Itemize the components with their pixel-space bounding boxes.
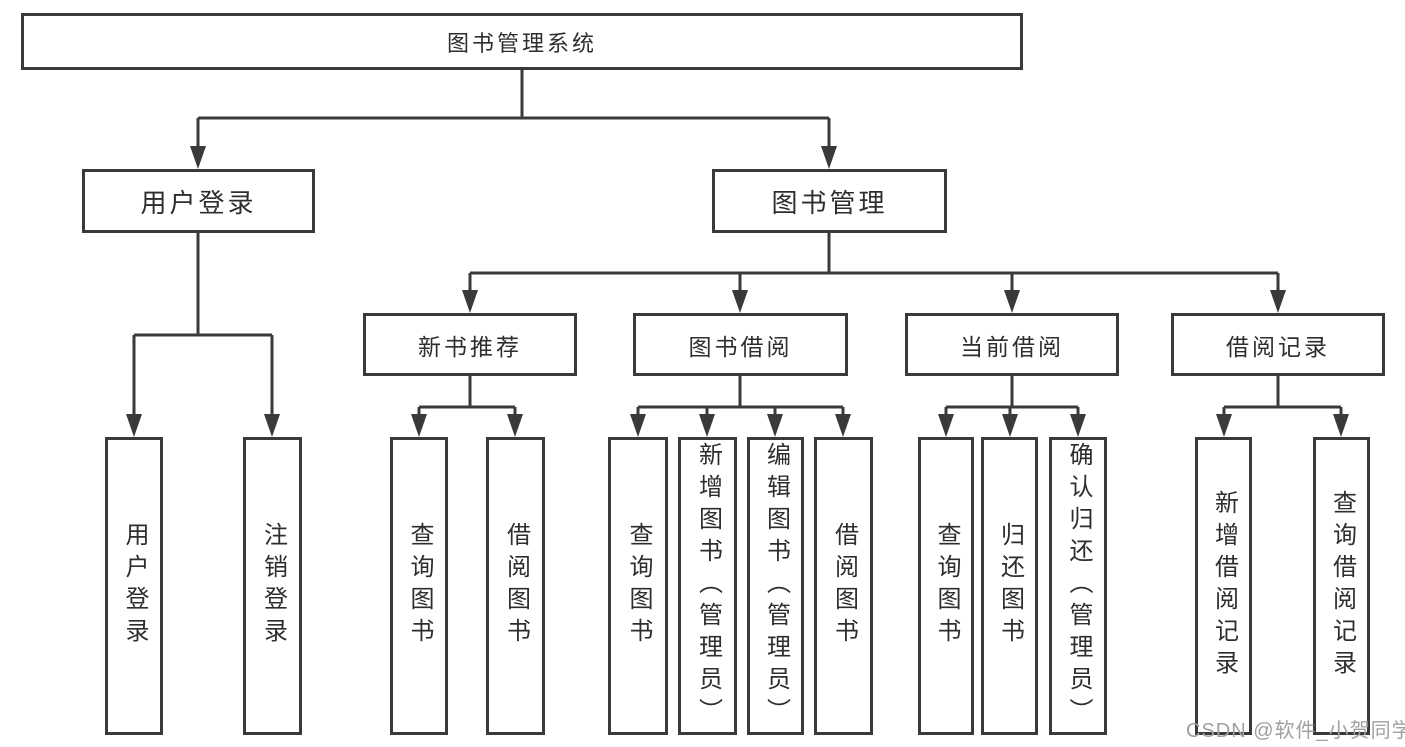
node-book-borrow: 图书借阅 bbox=[633, 313, 848, 376]
node-label: 图书管理系统 bbox=[446, 30, 597, 56]
leaf-borrow-query-books: 查询图书 bbox=[608, 437, 668, 735]
node-label: 查询借阅记录 bbox=[1328, 490, 1356, 682]
node-label: 借阅图书 bbox=[502, 522, 530, 650]
leaf-current-query-books: 查询图书 bbox=[918, 437, 974, 735]
arrowhead-icon bbox=[507, 414, 523, 437]
node-label: 借阅记录 bbox=[1226, 333, 1330, 360]
arrowhead-icon bbox=[767, 414, 783, 437]
node-root: 图书管理系统 bbox=[21, 13, 1023, 70]
leaf-current-return-books: 归还图书 bbox=[981, 437, 1038, 735]
node-label: 新增图书（管理员） bbox=[694, 442, 722, 730]
node-label: 当前借阅 bbox=[960, 333, 1064, 360]
node-label: 借阅图书 bbox=[830, 522, 858, 650]
arrowhead-icon bbox=[190, 146, 206, 169]
arrowhead-icon bbox=[1216, 414, 1232, 437]
node-new-book-recommend: 新书推荐 bbox=[363, 313, 577, 376]
node-current-borrow: 当前借阅 bbox=[905, 313, 1119, 376]
node-label: 查询图书 bbox=[406, 522, 433, 650]
arrowhead-icon bbox=[938, 414, 954, 437]
arrowhead-icon bbox=[1270, 290, 1286, 313]
arrowhead-icon bbox=[126, 414, 142, 437]
watermark: CSDN @软件_小贺同学 bbox=[1186, 720, 1405, 742]
leaf-recommend-query-books: 查询图书 bbox=[390, 437, 448, 735]
node-label: 查询图书 bbox=[625, 522, 652, 650]
leaf-user-login: 用户登录 bbox=[105, 437, 163, 735]
arrowhead-icon bbox=[264, 414, 280, 437]
leaf-records-query-record: 查询借阅记录 bbox=[1313, 437, 1370, 735]
arrowhead-icon bbox=[462, 290, 478, 313]
arrowhead-icon bbox=[1333, 414, 1349, 437]
node-label: 确认归还（管理员） bbox=[1065, 442, 1092, 730]
node-borrow-records: 借阅记录 bbox=[1171, 313, 1385, 376]
leaf-borrow-borrow-books: 借阅图书 bbox=[814, 437, 873, 735]
node-label: 图书管理 bbox=[771, 187, 888, 218]
leaf-borrow-edit-books-admin: 编辑图书（管理员） bbox=[747, 437, 804, 735]
node-label: 用户登录 bbox=[121, 522, 148, 650]
arrowhead-icon bbox=[630, 414, 646, 437]
leaf-borrow-add-books-admin: 新增图书（管理员） bbox=[678, 437, 737, 735]
arrowhead-icon bbox=[835, 414, 851, 437]
arrowhead-icon bbox=[699, 414, 715, 437]
node-label: 注销登录 bbox=[259, 522, 287, 650]
node-user-login: 用户登录 bbox=[82, 169, 315, 233]
node-label: 查询图书 bbox=[933, 522, 960, 650]
node-label: 新增借阅记录 bbox=[1210, 490, 1238, 682]
node-book-management: 图书管理 bbox=[712, 169, 947, 233]
leaf-logout: 注销登录 bbox=[243, 437, 302, 735]
node-label: 新书推荐 bbox=[418, 333, 522, 360]
arrowhead-icon bbox=[1070, 414, 1086, 437]
arrowhead-icon bbox=[732, 290, 748, 313]
node-label: 图书借阅 bbox=[688, 333, 793, 360]
leaf-records-add-record: 新增借阅记录 bbox=[1195, 437, 1252, 735]
node-label: 编辑图书（管理员） bbox=[762, 442, 790, 730]
leaf-current-confirm-return-admin: 确认归还（管理员） bbox=[1049, 437, 1107, 735]
node-label: 归还图书 bbox=[996, 522, 1024, 650]
arrowhead-icon bbox=[411, 414, 427, 437]
leaf-recommend-borrow-books: 借阅图书 bbox=[486, 437, 545, 735]
node-label: 用户登录 bbox=[140, 187, 257, 218]
arrowhead-icon bbox=[1004, 290, 1020, 313]
arrowhead-icon bbox=[1002, 414, 1018, 437]
arrowhead-icon bbox=[821, 146, 837, 169]
